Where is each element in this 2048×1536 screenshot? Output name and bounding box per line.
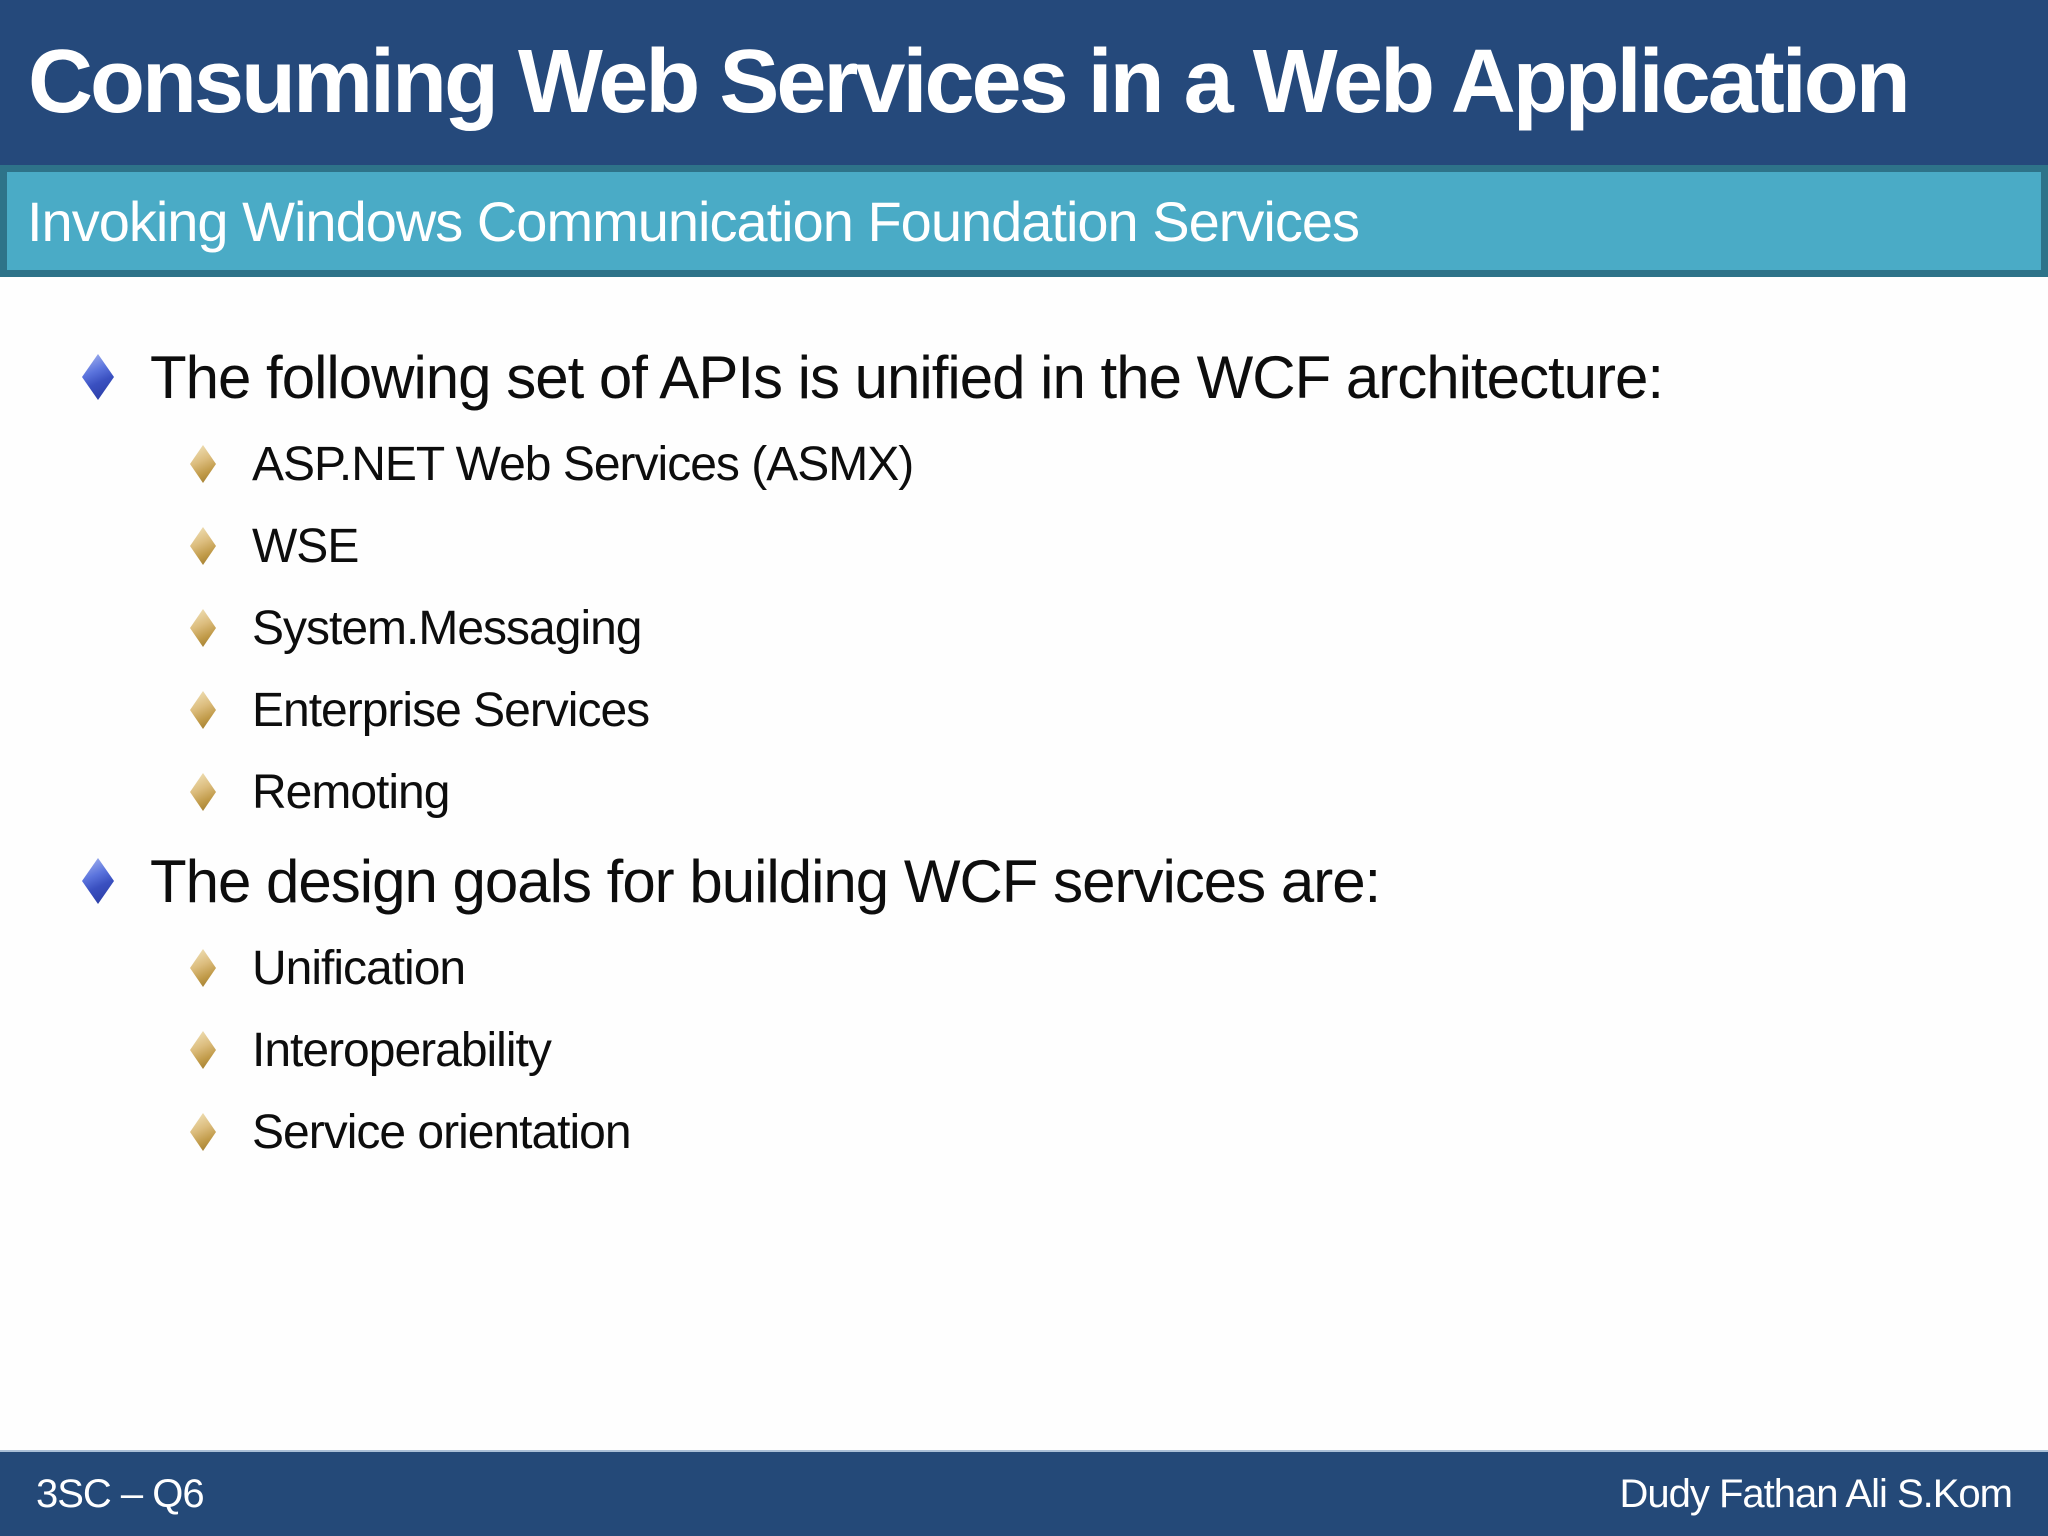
bullet-item: System.Messaging (0, 599, 2048, 657)
title-bar: Consuming Web Services in a Web Applicat… (0, 0, 2048, 165)
gold-diamond-icon (190, 691, 216, 729)
blue-diamond-icon (82, 354, 114, 400)
bullet-item: Interoperability (0, 1021, 2048, 1079)
bullet-text: Service orientation (252, 1105, 632, 1159)
bullet-text: The design goals for building WCF servic… (150, 847, 1381, 915)
gold-diamond-icon (190, 1113, 216, 1151)
bullet-item: Enterprise Services (0, 681, 2048, 739)
bullet-item: The following set of APIs is unified in … (0, 341, 2048, 413)
bullet-text: Interoperability (252, 1023, 552, 1077)
bullet-item: ASP.NET Web Services (ASMX) (0, 435, 2048, 493)
slide-subtitle: Invoking Windows Communication Foundatio… (27, 189, 1360, 253)
bullet-text: Enterprise Services (252, 683, 650, 737)
bullet-item: The design goals for building WCF servic… (0, 845, 2048, 917)
bullet-text: Remoting (252, 765, 450, 819)
gold-diamond-icon (190, 445, 216, 483)
bullet-text: ASP.NET Web Services (ASMX) (252, 437, 914, 491)
bullet-item: WSE (0, 517, 2048, 575)
subtitle-bar: Invoking Windows Communication Foundatio… (0, 165, 2048, 277)
bullet-text: System.Messaging (252, 601, 642, 655)
blue-diamond-icon (82, 858, 114, 904)
footer-slide-code: 3SC – Q6 (36, 1471, 205, 1516)
bullet-list: The following set of APIs is unified in … (0, 277, 2048, 1161)
bullet-text: The following set of APIs is unified in … (150, 343, 1664, 411)
gold-diamond-icon (190, 609, 216, 647)
bullet-text: WSE (252, 519, 359, 573)
footer-bar: 3SC – Q6 Dudy Fathan Ali S.Kom (0, 1450, 2048, 1536)
gold-diamond-icon (190, 773, 216, 811)
gold-diamond-icon (190, 527, 216, 565)
bullet-item: Service orientation (0, 1103, 2048, 1161)
bullet-text: Unification (252, 941, 466, 995)
gold-diamond-icon (190, 949, 216, 987)
bullet-item: Unification (0, 939, 2048, 997)
bullet-item: Remoting (0, 763, 2048, 821)
slide-title: Consuming Web Services in a Web Applicat… (28, 32, 1911, 132)
gold-diamond-icon (190, 1031, 216, 1069)
footer-author: Dudy Fathan Ali S.Kom (1619, 1471, 2013, 1516)
